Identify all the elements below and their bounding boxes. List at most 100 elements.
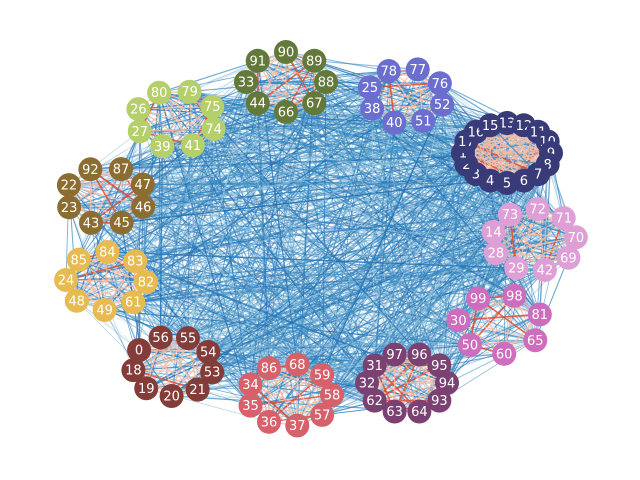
inter-edge [133, 252, 496, 303]
graph-node: 37 [285, 413, 310, 438]
node-label: 68 [289, 358, 306, 373]
graph-node: 54 [196, 339, 221, 364]
node-circle [446, 308, 471, 333]
intra-edge [374, 364, 448, 384]
inter-edge [121, 82, 441, 224]
inter-edge [90, 168, 538, 210]
inter-edge [107, 111, 287, 253]
graph-node: 41 [180, 133, 205, 158]
inter-edge [250, 108, 373, 385]
node-label: 61 [125, 296, 142, 311]
node-circle [504, 256, 529, 281]
node-label: 50 [462, 338, 479, 353]
inter-edge [394, 269, 546, 355]
inter-edge [138, 131, 141, 351]
inter-edge [68, 207, 134, 371]
inter-edge [321, 104, 443, 376]
graph-node: 43 [79, 210, 104, 235]
graph-node: 25 [357, 75, 382, 100]
inter-edge [245, 81, 370, 88]
node-circle [78, 157, 103, 182]
node-label: 45 [113, 216, 130, 231]
node-circle [478, 113, 503, 138]
node-label: 6 [520, 174, 528, 189]
node-label: 94 [439, 377, 456, 392]
graph-node: 84 [95, 240, 120, 265]
node-label: 66 [278, 106, 295, 121]
graph-node: 86 [257, 356, 281, 381]
node-label: 99 [470, 292, 487, 307]
inter-edge [394, 319, 459, 356]
node-label: 13 [499, 117, 516, 132]
inter-edge [211, 252, 497, 373]
node-circle [185, 377, 210, 402]
node-label: 7 [534, 168, 542, 183]
node-label: 31 [366, 359, 383, 374]
inter-edge [76, 300, 161, 338]
inter-edge [78, 124, 524, 261]
inter-edge [76, 300, 140, 351]
intra-edge [493, 231, 576, 238]
node-circle [466, 286, 491, 311]
inter-edge [138, 70, 390, 351]
inter-edge [297, 152, 552, 426]
node-circle [238, 372, 263, 397]
graph-node: 26 [126, 97, 151, 122]
node-label: 19 [138, 382, 155, 397]
inter-edge [192, 145, 323, 376]
node-label: 1 [459, 147, 467, 162]
node-circle [127, 338, 152, 363]
graph-node: 85 [66, 247, 91, 272]
node-label: 20 [163, 389, 180, 404]
node-circle [382, 110, 407, 135]
inter-edge [107, 231, 494, 253]
node-circle [357, 75, 382, 100]
node-circle [54, 267, 79, 292]
intra-edge [495, 252, 569, 259]
graph-node: 79 [177, 79, 202, 104]
intra-edge [458, 313, 540, 322]
inter-edge [145, 145, 194, 389]
graph-node: 69 [556, 245, 581, 270]
node-label: 53 [204, 366, 221, 381]
graph-node: 30 [446, 308, 471, 333]
node-circle [274, 40, 298, 64]
inter-edge [418, 231, 494, 355]
inter-edge [76, 300, 172, 397]
inter-edge [250, 252, 497, 406]
inter-edge [142, 111, 287, 185]
graph-node: 18 [121, 358, 146, 383]
inter-edge [90, 222, 420, 355]
node-label: 22 [61, 179, 78, 194]
node-label: 57 [314, 408, 331, 423]
graph-node: 57 [310, 402, 335, 427]
node-circle [196, 339, 221, 364]
node-circle [527, 302, 552, 327]
node-label: 90 [278, 46, 295, 61]
node-circle [245, 91, 270, 116]
node-label: 58 [324, 389, 341, 404]
node-label: 35 [242, 399, 259, 414]
inter-edge [321, 122, 395, 416]
node-circle [481, 219, 506, 244]
node-label: 70 [568, 231, 585, 246]
inter-edge [439, 82, 565, 219]
node-circle [131, 194, 156, 219]
graph-node: 59 [310, 363, 335, 388]
node-label: 81 [532, 308, 549, 323]
graph-node: 90 [274, 40, 298, 64]
intra-edge [250, 374, 323, 407]
inter-edge [441, 104, 517, 269]
graph-node: 64 [407, 399, 432, 424]
graph-node: 33 [234, 70, 258, 94]
node-label: 38 [364, 102, 381, 117]
inter-edge [162, 145, 375, 366]
inter-edge [189, 91, 420, 355]
inter-edge [313, 60, 459, 321]
intra-edge [458, 319, 536, 341]
intra-edge [250, 405, 323, 416]
node-circle [147, 80, 172, 105]
node-label: 14 [485, 225, 502, 240]
node-label: 32 [359, 377, 376, 392]
graph-node: 67 [302, 91, 327, 116]
